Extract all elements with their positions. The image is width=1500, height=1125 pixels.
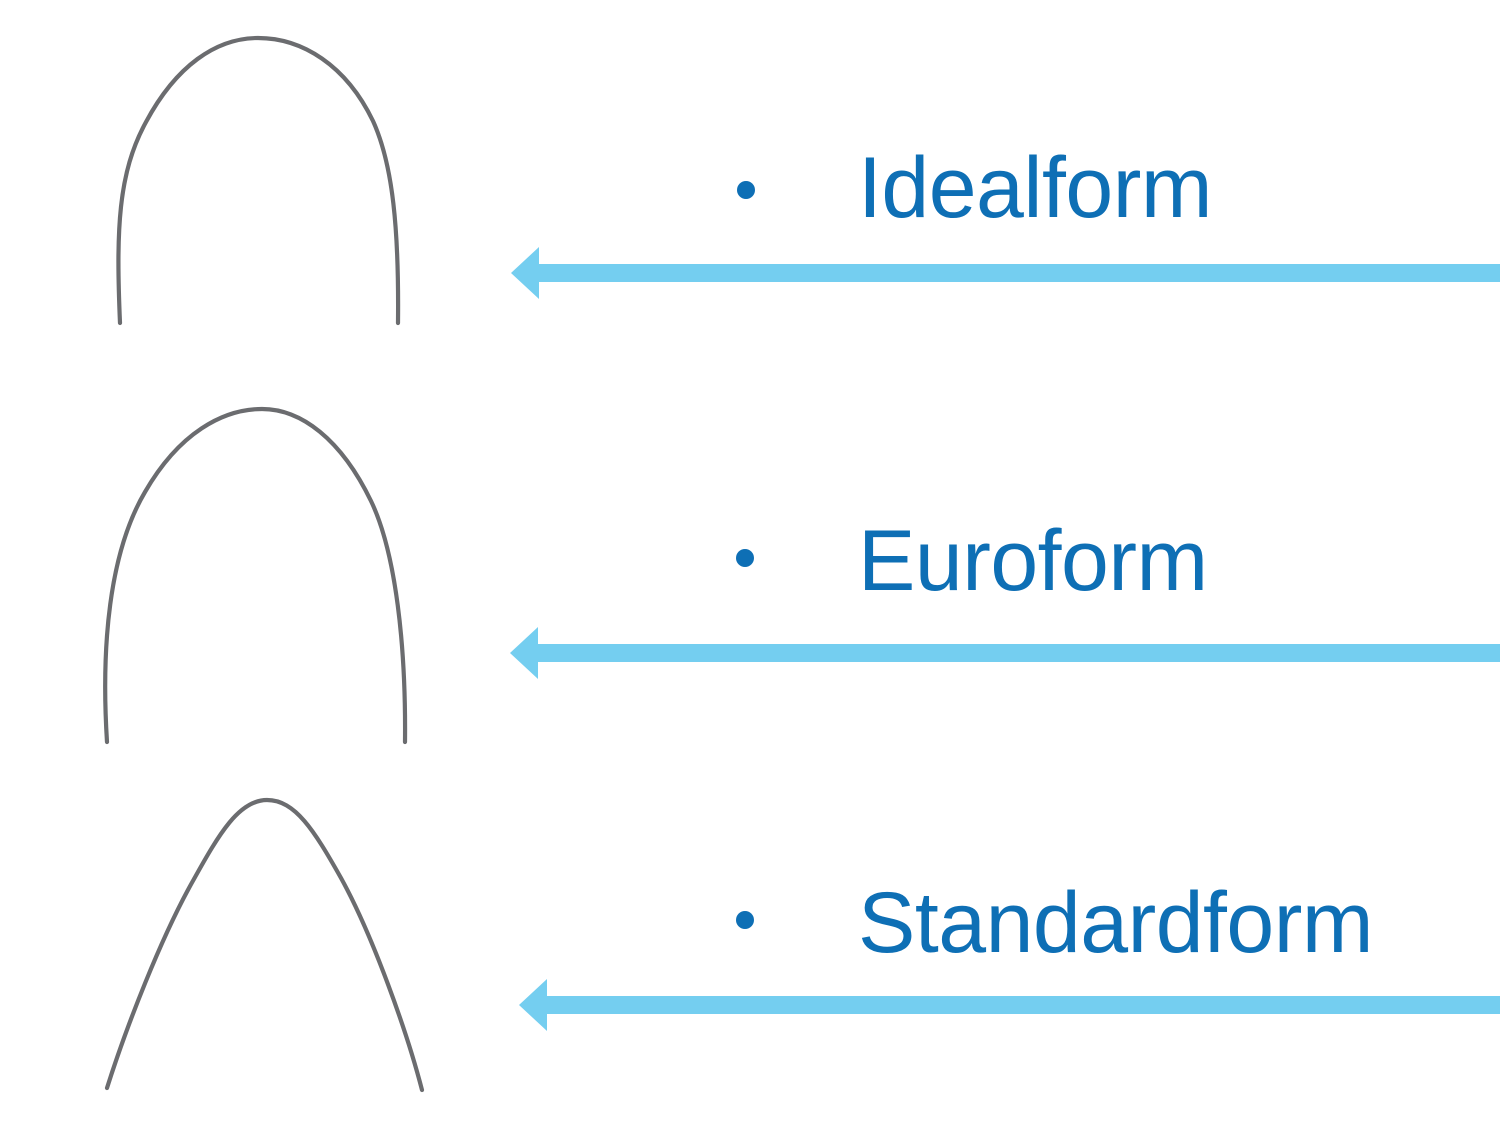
left-arrow-idealform <box>511 247 1500 299</box>
arrow-shaft <box>545 996 1500 1014</box>
label-idealform: Idealform <box>858 140 1213 236</box>
left-arrowhead-icon <box>510 627 538 679</box>
archwire-curve-standardform <box>104 797 425 1093</box>
left-arrowhead-icon <box>511 247 539 299</box>
bullet-icon <box>736 911 754 929</box>
archwire-image-euroform <box>103 406 408 745</box>
left-arrow-standardform <box>519 979 1500 1031</box>
label-standardform: Standardform <box>858 875 1374 971</box>
arrow-shaft <box>536 644 1500 662</box>
bullet-icon <box>737 181 755 199</box>
archwire-curve-idealform <box>116 35 401 326</box>
archwire-image-idealform <box>116 35 401 326</box>
archwire-curve-euroform <box>103 406 408 745</box>
left-arrow-euroform <box>510 627 1500 679</box>
label-euroform: Euroform <box>858 513 1208 609</box>
bullet-icon <box>736 549 754 567</box>
left-arrowhead-icon <box>519 979 547 1031</box>
archwire-image-standardform <box>104 797 425 1093</box>
arrow-shaft <box>537 264 1500 282</box>
